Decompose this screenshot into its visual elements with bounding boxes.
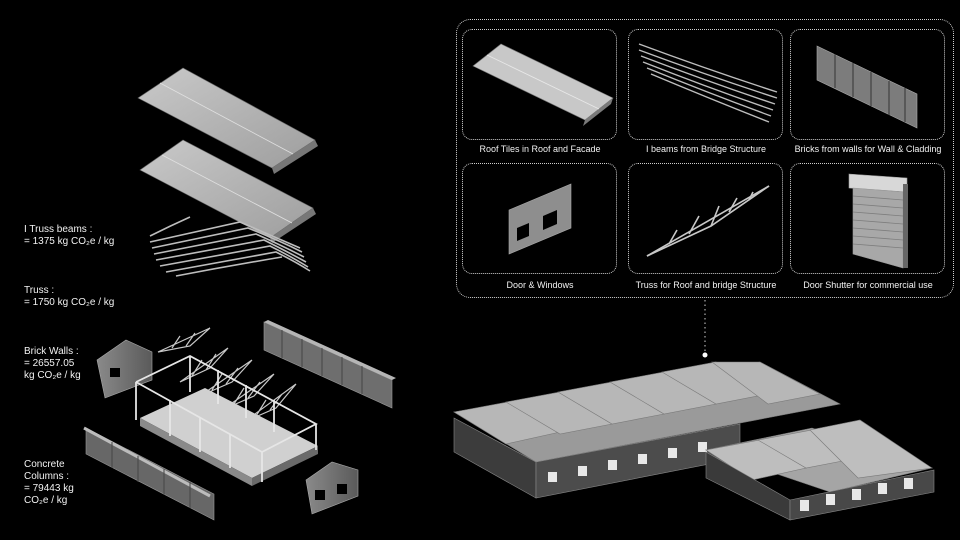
legend-card-door-windows	[462, 163, 617, 274]
annotation-concrete-title2: Columns :	[24, 471, 70, 482]
brick-wall-icon	[816, 45, 918, 129]
legend-card-i-beams	[628, 29, 783, 140]
legend-card-bricks	[790, 29, 945, 140]
materials-legend	[456, 19, 954, 298]
annotation-brick-walls-value2: kg CO₂e / kg	[24, 370, 81, 381]
roof-tile-icon	[472, 43, 614, 126]
door-shutter-icon	[848, 173, 908, 269]
gable-wall-right	[305, 461, 359, 515]
legend-caption-truss: Truss for Roof and bridge Structure	[635, 280, 777, 290]
truss-layer	[157, 327, 297, 423]
roof-layer-top	[137, 67, 318, 174]
annotation-brick-walls: Brick Walls : = 26557.05 kg CO₂e / kg	[24, 346, 81, 382]
annotation-concrete-value1: = 79443 kg	[24, 483, 74, 494]
assembled-building	[453, 361, 935, 521]
legend-card-roof-tiles	[462, 29, 617, 140]
brick-wall-front	[83, 426, 215, 521]
legend-caption-roof-tiles: Roof Tiles in Roof and Facade	[479, 144, 601, 154]
roof-layer-middle	[139, 139, 316, 243]
legend-card-door-shutter	[790, 163, 945, 274]
annotation-truss-title: Truss :	[24, 285, 55, 296]
legend-caption-bricks: Bricks from walls for Wall & Cladding	[794, 144, 942, 154]
gable-wall-left	[96, 339, 153, 399]
brick-wall-back	[263, 320, 396, 409]
truss-icon	[646, 185, 770, 257]
legend-caption-door-shutter: Door Shutter for commercial use	[803, 280, 933, 290]
annotation-i-truss: I Truss beams : = 1375 kg CO₂e / kg	[24, 224, 114, 248]
annotation-concrete: Concrete Columns : = 79443 kg CO₂e / kg	[24, 459, 74, 507]
concrete-column-frame	[135, 354, 318, 486]
annotation-i-truss-title: I Truss beams :	[24, 224, 93, 235]
annotation-truss-value: = 1750 kg CO₂e / kg	[24, 297, 115, 308]
legend-caption-door-windows: Door & Windows	[506, 280, 574, 290]
legend-connector-dot	[702, 352, 708, 358]
legend-caption-i-beams: I beams from Bridge Structure	[645, 144, 767, 154]
annotation-truss: Truss : = 1750 kg CO₂e / kg	[24, 285, 114, 309]
annotation-brick-walls-value1: = 26557.05	[24, 358, 75, 369]
legend-card-truss	[628, 163, 783, 274]
i-beam-icon	[638, 43, 778, 123]
door-window-icon	[508, 183, 572, 255]
annotation-brick-walls-title: Brick Walls :	[24, 346, 79, 357]
i-truss-beams-layer	[149, 216, 311, 277]
annotation-concrete-value2: CO₂e / kg	[24, 495, 68, 506]
annotation-i-truss-value: = 1375 kg CO₂e / kg	[24, 236, 115, 247]
annotation-concrete-title1: Concrete	[24, 459, 65, 470]
